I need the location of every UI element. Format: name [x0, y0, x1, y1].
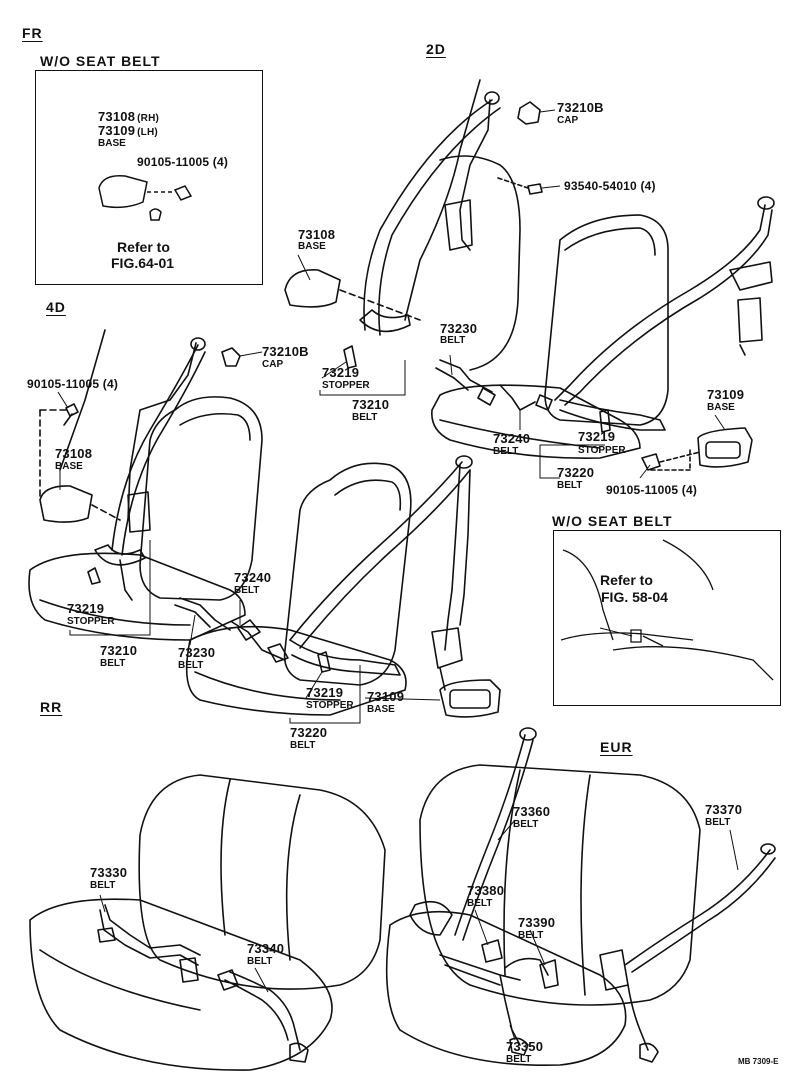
seat-eur: [387, 765, 700, 1065]
label-93540: 93540-54010 (4): [564, 179, 656, 193]
label-belt-73210-4d: BELT: [100, 658, 126, 669]
label-73109-4d: 73109: [367, 689, 405, 704]
label-73210b-4d: 73210B: [262, 344, 309, 359]
label-73220-4d: 73220: [290, 725, 328, 740]
seat-rr: [30, 775, 385, 1070]
belt-2d: [360, 92, 774, 467]
label-belt-73380: BELT: [467, 898, 493, 909]
label-73370: 73370: [705, 802, 743, 817]
belt-4d-left: [95, 338, 205, 600]
belt-73370: [600, 844, 775, 1062]
label-base-73109-2d: BASE: [707, 402, 735, 413]
bolt-2d: [642, 452, 700, 470]
label-stopper-4d-b: STOPPER: [306, 700, 354, 711]
label-stopper-2d: STOPPER: [578, 445, 626, 456]
inset-front-box: [35, 70, 263, 285]
label-cap-2d: CAP: [557, 115, 579, 126]
belt-73360: [410, 728, 536, 940]
inset-front-refer-2: FIG.64-01: [111, 255, 175, 271]
inset-front-part-rh: 73108(RH): [98, 109, 160, 124]
section-4d: 4D: [46, 299, 66, 315]
inset-right-art: [553, 530, 779, 704]
stopper-73219-2d: [600, 410, 610, 432]
inset-front-bolt: 90105-11005 (4): [137, 155, 229, 169]
cap-73210b-2d: [518, 102, 540, 124]
label-73219-mid: 73219: [322, 365, 360, 380]
label-belt-73240-2d: BELT: [493, 446, 519, 457]
inset-right-box: [553, 530, 781, 706]
inset-right-title: W/O SEAT BELT: [552, 513, 673, 529]
label-belt-73330: BELT: [90, 880, 116, 891]
base-73108-2d: [285, 270, 420, 320]
belt-73230-2d: [436, 360, 552, 410]
bolt-4d: [64, 404, 78, 425]
section-2d: 2D: [426, 41, 446, 57]
label-belt-73230-4d: BELT: [178, 660, 204, 671]
label-73360: 73360: [513, 804, 551, 819]
label-73219-4d-b: 73219: [306, 685, 344, 700]
label-belt-73240-4d: BELT: [234, 585, 260, 596]
label-73109-2d: 73109: [707, 387, 745, 402]
inset-right-refer-2: FIG. 58-04: [601, 589, 668, 605]
section-rr: RR: [40, 699, 63, 715]
figure-code: MB 7309-E: [738, 1057, 779, 1066]
label-belt-73370: BELT: [705, 817, 731, 828]
label-73230-2d: 73230: [440, 321, 478, 336]
label-bolt-4d: 90105-11005 (4): [27, 377, 119, 391]
label-base-73108-4d: BASE: [55, 461, 83, 472]
label-base-73108-2d: BASE: [298, 241, 326, 252]
base-73108-4d: [40, 410, 120, 522]
cap-73210b-4d: [222, 348, 240, 366]
label-73340: 73340: [247, 941, 285, 956]
inset-front-art: [95, 170, 215, 230]
label-belt-73390: BELT: [518, 930, 544, 941]
label-73210-4d: 73210: [100, 643, 138, 658]
section-fr: FR: [22, 25, 43, 41]
belt-73230-4d: [175, 598, 288, 662]
belt-4d-right: [290, 456, 500, 717]
label-bolt-2d: 90105-11005 (4): [606, 483, 698, 497]
label-73390: 73390: [518, 915, 556, 930]
inset-front-title: W/O SEAT BELT: [40, 53, 161, 69]
label-73108-2d: 73108: [298, 227, 336, 242]
inset-front-rh-note: (RH): [137, 113, 160, 124]
label-73240-2d: 73240: [493, 431, 531, 446]
inset-right-refer-1: Refer to: [600, 572, 653, 588]
label-belt-73230-2d: BELT: [440, 335, 466, 346]
label-73210-mid: 73210: [352, 397, 390, 412]
label-73380: 73380: [467, 883, 505, 898]
label-belt-73210-mid: BELT: [352, 412, 378, 423]
label-73330: 73330: [90, 865, 128, 880]
label-belt-73220-4d: BELT: [290, 740, 316, 751]
stopper-73219-4d: [88, 568, 100, 584]
label-73350: 73350: [506, 1039, 544, 1054]
stopper-73219-mid: [344, 346, 356, 368]
label-stopper-4d: STOPPER: [67, 616, 115, 627]
label-73220-2d: 73220: [557, 465, 595, 480]
belt-73380-73390-73350: [440, 940, 558, 1055]
inset-front-lh-note: (LH): [137, 127, 158, 138]
label-73219-2d: 73219: [578, 429, 616, 444]
inset-front-part-lh: 73109(LH): [98, 123, 158, 138]
label-stopper-mid: STOPPER: [322, 380, 370, 391]
label-belt-73340: BELT: [247, 956, 273, 967]
label-73230-4d: 73230: [178, 645, 216, 660]
label-belt-73350: BELT: [506, 1054, 532, 1065]
label-73210b-2d: 73210B: [557, 100, 604, 115]
section-eur: EUR: [600, 739, 633, 755]
label-73240-4d: 73240: [234, 570, 272, 585]
label-belt-73360: BELT: [513, 819, 539, 830]
label-belt-73220-2d: BELT: [557, 480, 583, 491]
stopper-73219-4d-b: [318, 652, 330, 672]
label-cap-4d: CAP: [262, 359, 284, 370]
label-73219-4d: 73219: [67, 601, 105, 616]
label-base-73109-4d: BASE: [367, 704, 395, 715]
inset-front-part-desc: BASE: [98, 138, 126, 149]
label-73108-4d: 73108: [55, 446, 93, 461]
bolt-93540: [498, 178, 542, 194]
inset-front-refer-1: Refer to: [117, 239, 170, 255]
